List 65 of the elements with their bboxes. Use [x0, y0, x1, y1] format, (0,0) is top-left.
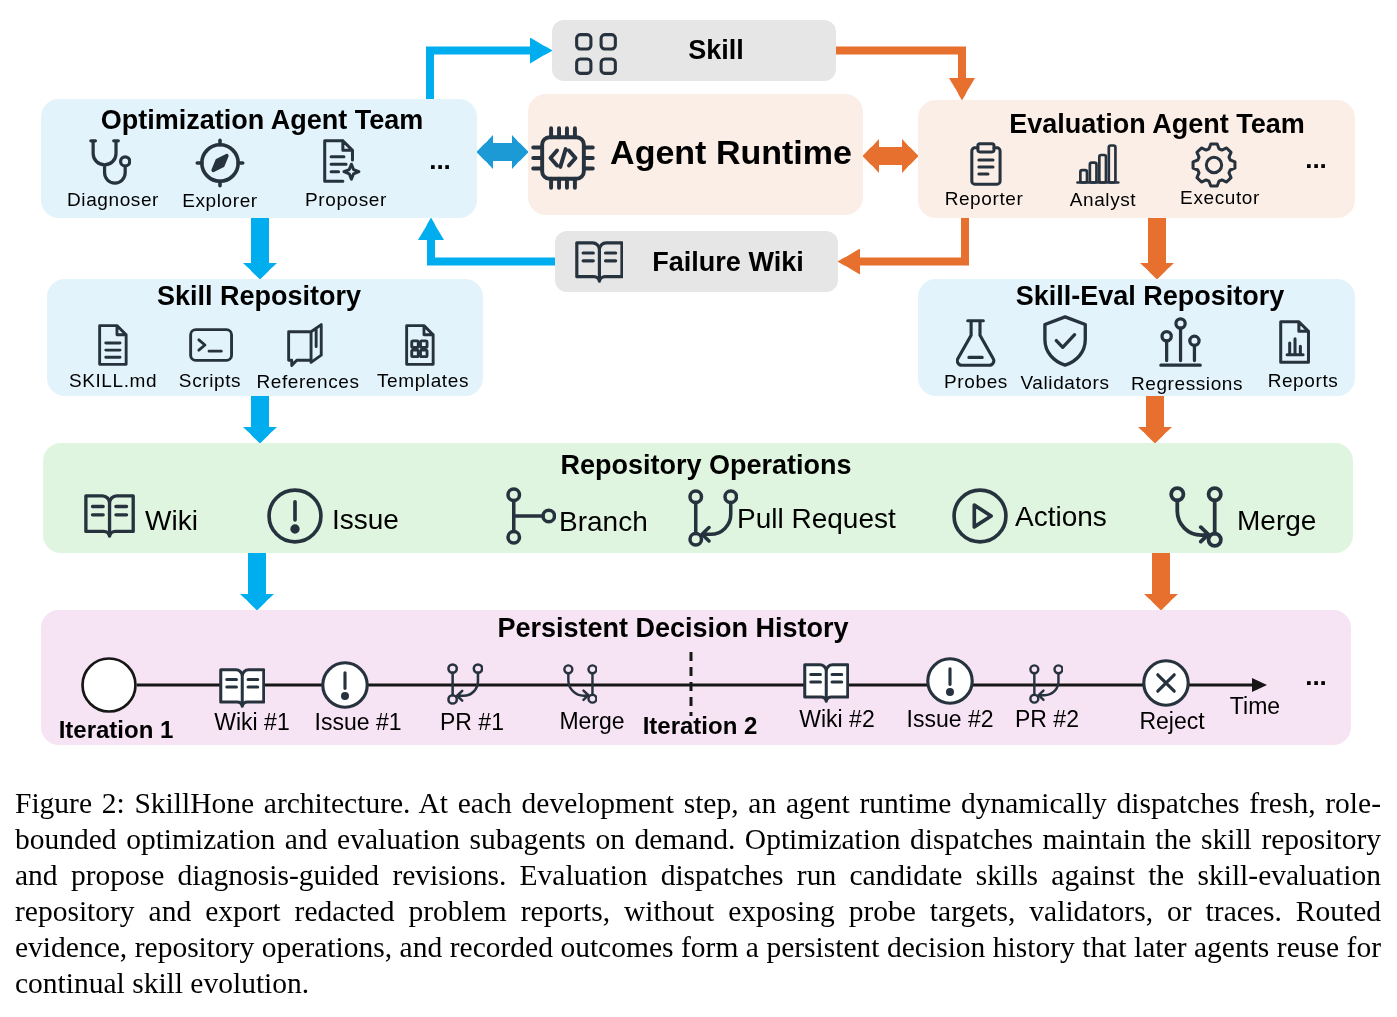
operation-label: Pull Request: [737, 502, 896, 536]
runtime-panel: [528, 94, 863, 215]
event-label: Reject: [1139, 707, 1205, 735]
iteration-label: Iteration 1: [58, 716, 174, 744]
figure-caption: Figure 2: SkillHone architecture. At each development step, an agent runtime dynamically dispatches fresh, role-bounded optimization and evaluation subagents on demand. Optimization dispatches maintain the skill repository and propose diagnosis-guided revisions. Evaluation dispatches run candidate skills against the skill-evaluation repository and export redacted problem reports, without exposing probe targets, validators, or traces. Routed evidence, repository operations, and recorded outcomes form a persistent decision history that later agents reuse for continual skill evolution.: [15, 786, 1381, 1001]
event-label: PR #2: [1015, 705, 1079, 733]
arrow: [838, 218, 969, 275]
skill-box: [552, 20, 836, 81]
panel-title: Optimization Agent Team: [100, 105, 424, 137]
repository-panel: [918, 279, 1355, 396]
repository-panel: [47, 279, 483, 396]
axis-label: Time: [1229, 692, 1281, 720]
operation-label: Merge: [1237, 504, 1317, 538]
arrow: [418, 218, 555, 266]
ellipsis-label: ...: [1305, 662, 1327, 692]
item-label: Templates: [377, 370, 469, 392]
arrow: [426, 37, 552, 99]
operations-panel: [43, 443, 1353, 553]
operation-label: Issue: [332, 503, 399, 537]
operation-label: Wiki: [145, 504, 198, 538]
operation-label: Actions: [1015, 500, 1107, 534]
arrow: [243, 218, 277, 279]
arrow: [240, 553, 274, 610]
role-label: Proposer: [305, 189, 387, 211]
item-label: References: [256, 371, 360, 393]
history-panel: [41, 610, 1351, 745]
role-label: Diagnoser: [67, 189, 159, 211]
double-arrow: [477, 135, 528, 169]
panel-title: Skill-Eval Repository: [1015, 281, 1285, 313]
panel-title: Repository Operations: [560, 450, 852, 482]
arrow: [243, 396, 277, 443]
event-label: Wiki #1: [214, 708, 290, 736]
event-label: Issue #2: [906, 705, 994, 733]
team-panel: [918, 100, 1355, 218]
panel-title: Persistent Decision History: [497, 613, 849, 645]
event-label: Issue #1: [314, 708, 402, 736]
item-label: Scripts: [178, 370, 242, 392]
iteration-label: Iteration 2: [642, 712, 758, 740]
arrow: [836, 46, 975, 100]
item-label: Reports: [1267, 370, 1339, 392]
panel-title: Evaluation Agent Team: [1009, 109, 1305, 141]
arrow: [1144, 553, 1178, 610]
ellipsis-label: ...: [429, 146, 451, 176]
panel-title: Agent Runtime: [610, 133, 852, 173]
event-label: PR #1: [440, 708, 504, 736]
item-label: SKILL.md: [68, 370, 158, 392]
operation-label: Branch: [559, 505, 648, 539]
box-label: Failure Wiki: [652, 247, 804, 279]
item-label: Validators: [1020, 372, 1110, 394]
event-label: Merge: [559, 707, 625, 735]
panel-title: Skill Repository: [156, 281, 362, 313]
role-label: Analyst: [1069, 189, 1137, 211]
arrow: [1140, 218, 1174, 279]
event-label: Wiki #2: [799, 705, 875, 733]
arrow: [1138, 396, 1172, 443]
ellipsis-label: ...: [1305, 145, 1327, 175]
item-label: Regressions: [1130, 373, 1244, 395]
team-panel: [41, 99, 477, 218]
role-label: Executor: [1180, 187, 1260, 209]
double-arrow: [863, 139, 918, 173]
item-label: Probes: [944, 371, 1008, 393]
box-label: Skill: [688, 35, 744, 67]
wiki-box: [555, 231, 838, 292]
role-label: Reporter: [944, 188, 1024, 210]
role-label: Explorer: [182, 190, 258, 212]
